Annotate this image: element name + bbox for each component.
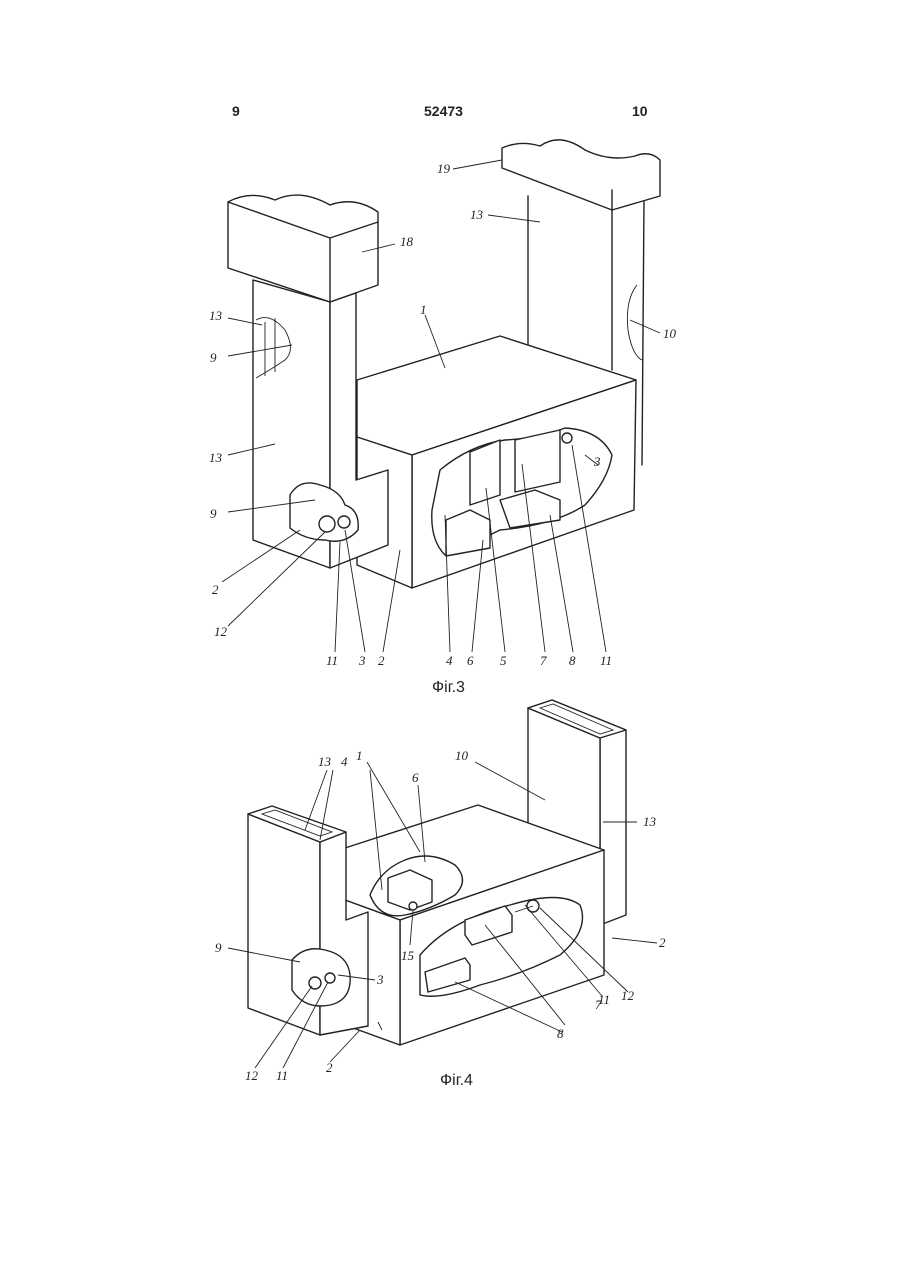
- fig4-label: 3: [376, 972, 384, 987]
- fig4-label: 12: [245, 1068, 259, 1083]
- fig3-label: 3: [358, 653, 366, 668]
- fig4-label: 4: [341, 754, 348, 769]
- fig3-label: 6: [467, 653, 474, 668]
- fig3-label: 8: [569, 653, 576, 668]
- fig3-label: 2: [212, 582, 219, 597]
- bolt-15: [409, 902, 417, 910]
- fig4-label: 6: [412, 770, 419, 785]
- fig3-label: 4: [446, 653, 453, 668]
- fig3-label: 19: [437, 161, 451, 176]
- figure-4: 13 4 1 6 10 13 9 3 15 2 2 12 11 7 11 12 …: [215, 700, 666, 1089]
- fig4-label: 15: [401, 948, 415, 963]
- fig3-label: 2: [378, 653, 385, 668]
- block-5: [470, 440, 500, 505]
- fig3-label: 9: [210, 506, 217, 521]
- fig4-label: 2: [326, 1060, 333, 1075]
- fig3-label: 10: [663, 326, 677, 341]
- fig3-label: 1: [420, 302, 427, 317]
- bolt-12: [319, 516, 335, 532]
- fig4-label: 12: [621, 988, 635, 1003]
- fig3-label: 13: [209, 308, 223, 323]
- fig3-label: 11: [600, 653, 612, 668]
- fig3-label: 9: [210, 350, 217, 365]
- bolt-3-right: [562, 433, 572, 443]
- fig3-label: 13: [209, 450, 223, 465]
- fig4-label: 13: [318, 754, 332, 769]
- bolt-11-left: [325, 973, 335, 983]
- block-6: [446, 510, 490, 556]
- fig4-label: 2: [659, 935, 666, 950]
- figure-4-caption: Фіг.4: [440, 1072, 473, 1089]
- fig3-label: 18: [400, 234, 414, 249]
- fig3-label: 12: [214, 624, 228, 639]
- fig4-label: 1: [356, 748, 363, 763]
- fig3-label: 7: [540, 653, 547, 668]
- fig4-label: 9: [215, 940, 222, 955]
- fig4-label: 11: [276, 1068, 288, 1083]
- left-column-cutaway: [292, 949, 350, 1006]
- fig3-label: 13: [470, 207, 484, 222]
- figure-3-caption: Фіг.3: [432, 679, 465, 696]
- fig3-label: 3: [593, 454, 601, 469]
- fig3-label: 11: [326, 653, 338, 668]
- right-column-broken-top: [502, 140, 660, 210]
- figure-3: 19 13 18 13 10 9 1 13 3 9 2 12 11 3 2 4 …: [209, 140, 677, 696]
- fig4-label: 10: [455, 748, 469, 763]
- left-column-broken-top: [228, 195, 378, 302]
- block-7: [515, 430, 560, 492]
- bolt-3-left: [338, 516, 350, 528]
- fig4-label: 11: [598, 992, 610, 1007]
- fig4-label: 13: [643, 814, 657, 829]
- fig4-label: 8: [557, 1026, 564, 1041]
- fig3-label: 5: [500, 653, 507, 668]
